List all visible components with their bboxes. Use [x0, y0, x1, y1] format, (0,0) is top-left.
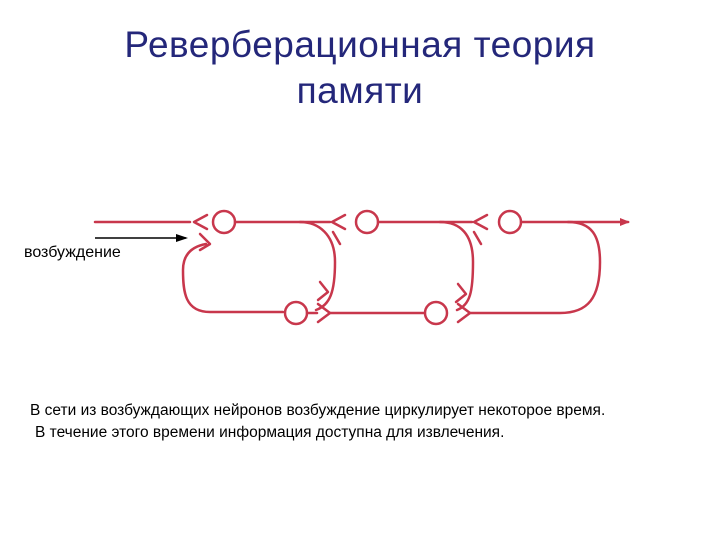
- synapse-mark: [454, 282, 468, 304]
- reverberation-diagram: [93, 209, 630, 326]
- synapse-mark: [192, 213, 209, 231]
- caption-line-1: В сети из возбуждающих нейронов возбужде…: [30, 402, 606, 419]
- neuron-top-2: [354, 209, 380, 235]
- feedback-loop-right: [468, 220, 602, 315]
- axon-branch: [472, 230, 483, 246]
- neuron-top-3: [497, 209, 523, 235]
- synapse-mark: [472, 213, 489, 231]
- page-title: Реверберационная теория памяти: [0, 22, 720, 114]
- neuron-bottom-1: [283, 300, 309, 326]
- feedback-loop-left: [181, 242, 285, 314]
- input-label: возбуждение: [24, 244, 121, 261]
- title-line-1: Реверберационная теория: [124, 24, 596, 65]
- synapse-mark: [330, 213, 347, 231]
- excitatory-circuit: [93, 209, 630, 326]
- neuron-bottom-2: [423, 300, 449, 326]
- caption: В сети из возбуждающих нейронов возбужде…: [30, 400, 720, 444]
- axon-branch: [438, 220, 475, 312]
- axon-branch: [298, 220, 337, 312]
- synapse-mark: [316, 280, 330, 302]
- caption-line-2: В течение этого времени информация досту…: [35, 424, 505, 441]
- title-line-2: памяти: [296, 70, 424, 111]
- axon-branch: [331, 230, 342, 246]
- synapse-mark: [198, 232, 212, 252]
- neuron-top-1: [211, 209, 237, 235]
